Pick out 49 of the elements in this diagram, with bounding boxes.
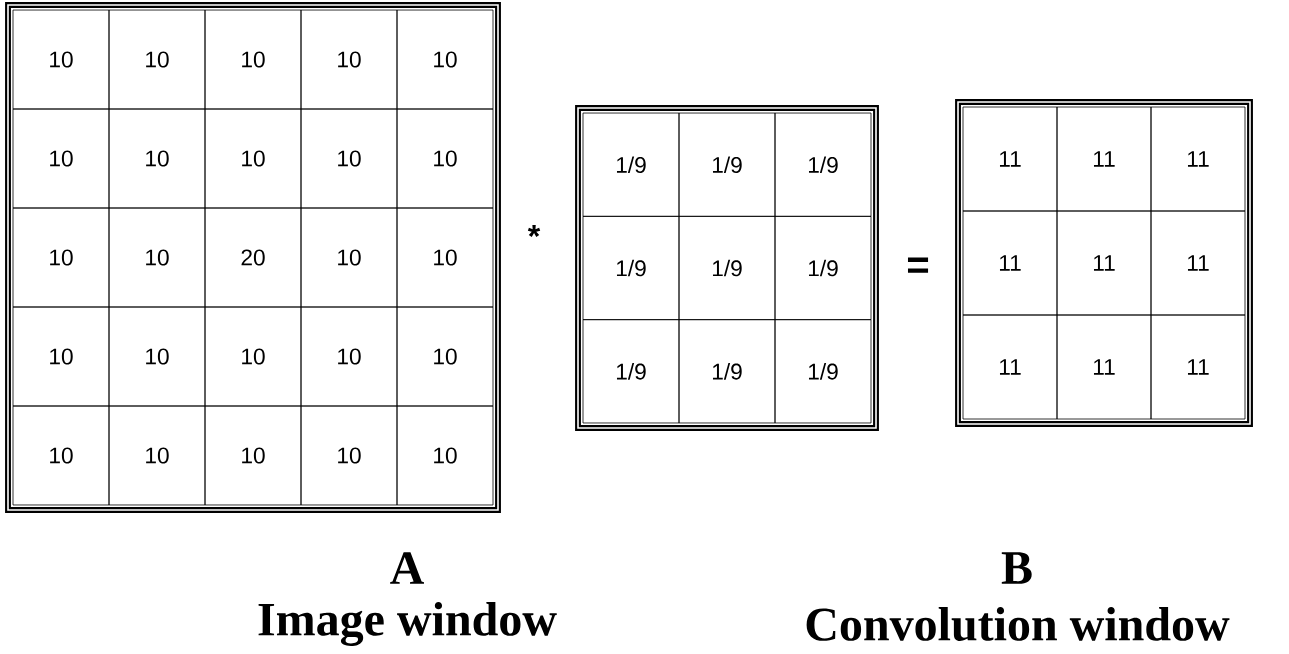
table-cell: 11 [1056, 314, 1152, 420]
table-cell: 10 [300, 108, 398, 209]
table-cell: 1/9 [678, 112, 776, 217]
table-cell: 10 [300, 306, 398, 407]
table-cell: 10 [12, 9, 110, 110]
table-cell: 10 [300, 207, 398, 308]
table-cell: 1/9 [582, 319, 680, 424]
table-cell: 10 [204, 9, 302, 110]
caption-letter: A [390, 552, 424, 584]
table-cell: 11 [1056, 106, 1152, 212]
table-cell: 10 [300, 405, 398, 506]
table-cell: 10 [396, 108, 494, 209]
table-cell: 10 [12, 108, 110, 209]
table-cell: 1/9 [774, 215, 872, 321]
operator-symbol: = [908, 257, 929, 273]
table-cell: 1/9 [774, 319, 872, 424]
table-cell: 10 [12, 306, 110, 407]
table-cell: 10 [204, 108, 302, 209]
table-cell: 10 [12, 405, 110, 506]
table-cell: 10 [108, 9, 206, 110]
table-cell: 10 [396, 9, 494, 110]
caption: Image window [258, 602, 557, 646]
table-cell: 1/9 [582, 112, 680, 217]
table-cell: 10 [204, 405, 302, 506]
table-cell: 10 [204, 306, 302, 407]
table-cell: 10 [108, 108, 206, 209]
table-cell: 11 [962, 210, 1058, 316]
table-cell: 1/9 [582, 215, 680, 321]
table-cell: 11 [1150, 314, 1246, 420]
table-cell: 11 [1150, 106, 1246, 212]
table-cell: 11 [1056, 210, 1152, 316]
table-cell: 10 [300, 9, 398, 110]
table-cell: 10 [396, 207, 494, 308]
table-cell: 10 [108, 306, 206, 407]
table-cell: 11 [1150, 210, 1246, 316]
table-cell: 11 [962, 106, 1058, 212]
table-cell: 11 [962, 314, 1058, 420]
table-cell: 10 [396, 405, 494, 506]
table-cell: 10 [396, 306, 494, 407]
table-cell: 20 [204, 207, 302, 308]
table-cell: 1/9 [774, 112, 872, 217]
table-cell: 1/9 [678, 215, 776, 321]
table-cell: 10 [12, 207, 110, 308]
table-cell: 10 [108, 405, 206, 506]
table-cell: 10 [108, 207, 206, 308]
operator-symbol: * [527, 225, 541, 237]
caption: Convolution window [806, 607, 1230, 641]
table-cell: 1/9 [678, 319, 776, 424]
caption-letter: B [1001, 552, 1032, 584]
